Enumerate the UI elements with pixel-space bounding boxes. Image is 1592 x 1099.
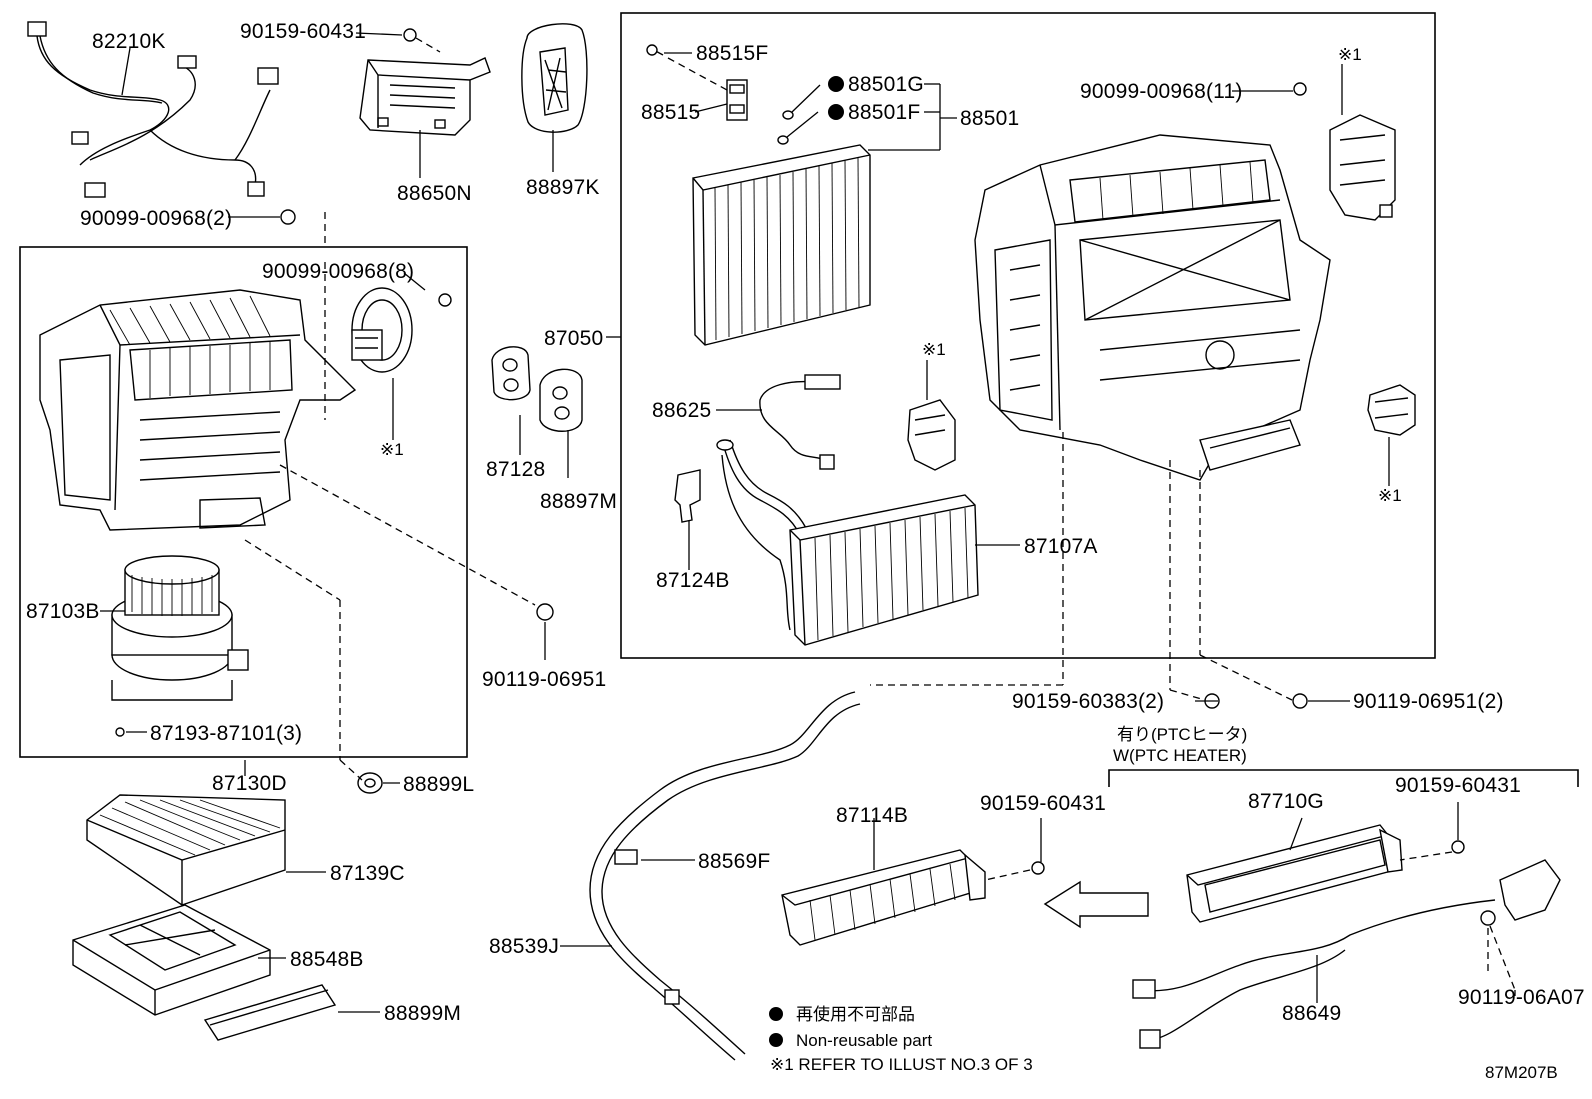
ptc-heater-bracket	[1108, 769, 1579, 787]
servo-motor-center-drawing	[907, 399, 956, 471]
grommet-88897m-drawing	[539, 368, 583, 432]
servo-motor-left-drawing	[351, 287, 413, 373]
heater-core-87107a-drawing	[716, 439, 979, 646]
label-88539j: 88539J	[489, 935, 559, 958]
label-90119-06951: 90119-06951	[482, 668, 606, 691]
control-module-88650n-drawing	[359, 57, 491, 136]
label-88899l: 88899L	[403, 773, 474, 796]
ref-mark-center: ※1	[922, 340, 946, 359]
label-87128: 87128	[486, 458, 545, 481]
servo-motor-upper-right-drawing	[1329, 114, 1396, 221]
evaporator-88501-drawing	[692, 144, 871, 346]
label-90099-00968-2: 90099-00968(2)	[80, 207, 232, 230]
label-90119-06951-2: 90119-06951(2)	[1353, 690, 1504, 713]
label-88897k: 88897K	[526, 176, 600, 199]
legend-en: Non-reusable part	[796, 1031, 932, 1050]
reference-marks: ※1 ※1 ※1 ※1	[380, 45, 1402, 505]
leader-lines	[100, 32, 1516, 1013]
label-87139c: 87139C	[330, 862, 405, 885]
ptc-heater-jp-label: 有り(PTCヒータ)	[1117, 725, 1247, 744]
label-88515: 88515	[641, 101, 700, 124]
label-88501f: 88501F	[848, 101, 920, 124]
heater-core-assembly-box	[620, 12, 1436, 659]
filter-case-88548b-drawing	[72, 904, 271, 1016]
temperature-sensor-88625-drawing	[759, 374, 841, 470]
blower-assembly-box	[19, 246, 468, 758]
label-88501g: 88501G	[848, 73, 924, 96]
legend: 再使用不可部品 Non-reusable part ※1 REFER TO IL…	[769, 1004, 1033, 1074]
label-88548b: 88548B	[290, 948, 364, 971]
drain-hose-88539j-drawing	[589, 691, 861, 1061]
illustration-id: 87M207B	[1485, 1063, 1558, 1082]
label-90099-00968-8: 90099-00968(8)	[262, 260, 414, 283]
label-87103b: 87103B	[26, 600, 100, 623]
part-labels: 82210K 90159-60431 88650N 88897K 90099-0…	[26, 20, 1585, 1025]
blower-case-drawing	[39, 289, 357, 531]
cover-88899m-drawing	[203, 984, 337, 1041]
ref-mark-top-right: ※1	[1338, 45, 1362, 64]
label-90159-60431-top: 90159-60431	[240, 20, 366, 43]
legend-reference: ※1 REFER TO ILLUST NO.3 OF 3	[770, 1055, 1033, 1074]
label-87193-87101-3: 87193-87101(3)	[150, 722, 302, 745]
label-87710g: 87710G	[1248, 790, 1324, 813]
ptc-heater-87114b-drawing	[781, 849, 986, 946]
label-87050: 87050	[544, 327, 603, 350]
label-82210k: 82210K	[92, 30, 166, 53]
bracket-87124b-drawing	[674, 469, 701, 523]
label-88569f: 88569F	[698, 850, 770, 873]
label-90099-00968-11: 90099-00968(11)	[1080, 80, 1243, 103]
arrow-left-icon	[1043, 880, 1149, 929]
non-reusable-dot-icon	[769, 1033, 783, 1047]
wire-harness-88649-drawing	[1132, 859, 1561, 1049]
blower-motor-87103b-drawing	[111, 555, 249, 701]
label-87130d: 87130D	[212, 772, 287, 795]
o-rings-drawing	[777, 84, 821, 145]
label-88515f: 88515F	[696, 42, 768, 65]
label-87124b: 87124B	[656, 569, 730, 592]
label-88501: 88501	[960, 107, 1019, 130]
ref-mark-right: ※1	[1378, 486, 1402, 505]
ptc-heater-en-label: W(PTC HEATER)	[1113, 746, 1247, 765]
label-90159-60383-2: 90159-60383(2)	[1012, 690, 1164, 713]
cabin-filter-87139c-drawing	[86, 794, 286, 906]
label-90119-06a07: 90119-06A07	[1458, 986, 1585, 1009]
servo-motor-right-drawing	[1367, 384, 1416, 436]
label-88899m: 88899M	[384, 1002, 461, 1025]
label-88625: 88625	[652, 399, 711, 422]
label-90159-60431-mid: 90159-60431	[980, 792, 1106, 815]
legend-jp: 再使用不可部品	[796, 1004, 915, 1024]
label-90159-60431-right: 90159-60431	[1395, 774, 1521, 797]
ref-mark-left: ※1	[380, 440, 404, 459]
label-88649: 88649	[1282, 1002, 1341, 1025]
label-88897m: 88897M	[540, 490, 617, 513]
non-reusable-dot-icon	[828, 76, 844, 92]
clip-88899l-drawing	[357, 772, 383, 794]
grommet-87128-drawing	[491, 346, 531, 401]
label-87107a: 87107A	[1024, 535, 1098, 558]
non-reusable-dot-icon	[769, 1007, 783, 1021]
label-88650n: 88650N	[397, 182, 472, 205]
hvac-main-case-drawing	[974, 134, 1331, 481]
ptc-heater-87710g-drawing	[1186, 824, 1403, 923]
expansion-valve-88515-drawing	[646, 44, 748, 121]
seal-88897k-drawing	[521, 23, 588, 133]
label-87114b: 87114B	[836, 804, 908, 827]
non-reusable-dot-icon	[828, 104, 844, 120]
wire-harness-82210k-drawing	[27, 21, 279, 198]
